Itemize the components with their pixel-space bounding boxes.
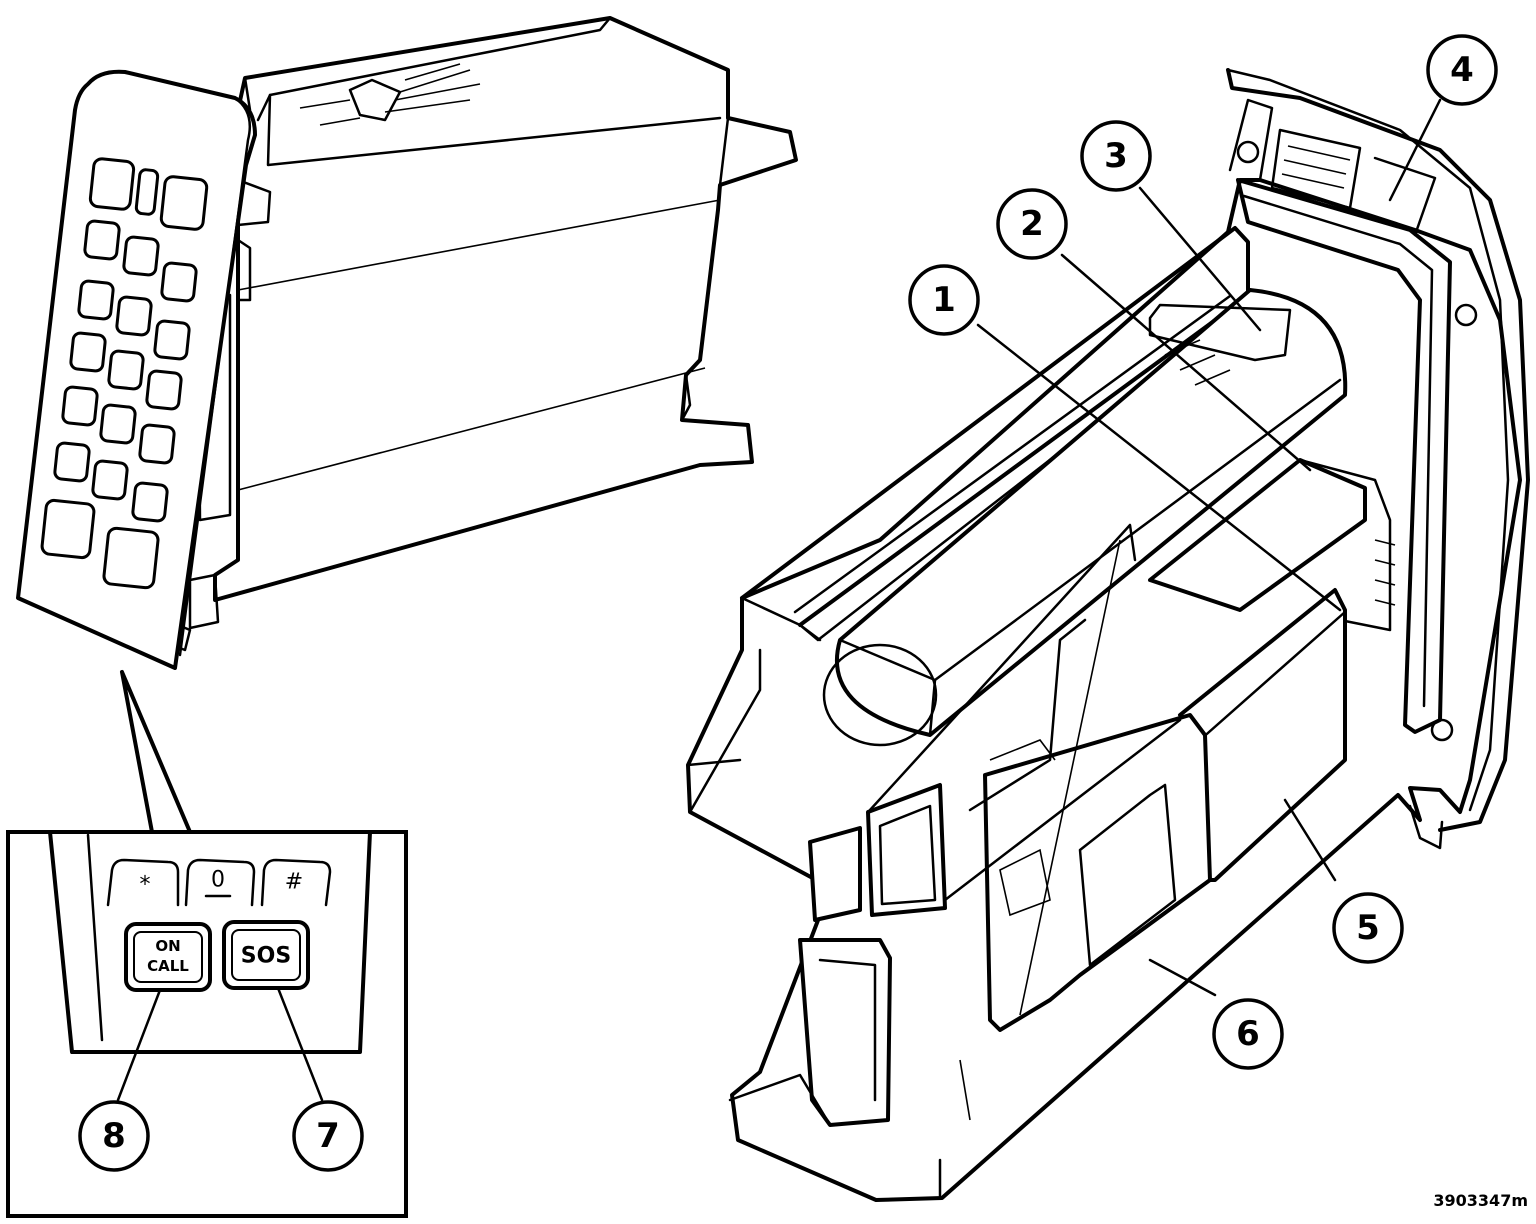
- callout-4-label: 4: [1450, 50, 1474, 90]
- callout-8: 8: [78, 1100, 150, 1172]
- callout-2-label: 2: [1020, 204, 1044, 244]
- callout-5: 5: [1332, 892, 1404, 964]
- on-call-button: ON CALL: [124, 922, 212, 992]
- callout-2: 2: [996, 188, 1068, 260]
- callout-4: 4: [1426, 34, 1498, 106]
- telematics-module: [686, 68, 1530, 1202]
- callout-3-label: 3: [1104, 136, 1128, 176]
- key-star-label: *: [140, 873, 151, 898]
- on-call-label-line2: CALL: [147, 957, 189, 975]
- callout-7: 7: [292, 1100, 364, 1172]
- handset-cradle: [213, 16, 798, 602]
- callout-6: 6: [1212, 998, 1284, 1070]
- callout-6-label: 6: [1236, 1014, 1260, 1054]
- key-hash-label: #: [285, 870, 303, 895]
- callout-5-label: 5: [1356, 908, 1380, 948]
- callout-1: 1: [908, 264, 980, 336]
- callout-8-label: 8: [102, 1116, 126, 1156]
- key-zero-label: 0: [211, 868, 225, 893]
- handset-keypad: [40, 157, 209, 590]
- on-call-label-line1: ON: [155, 937, 180, 955]
- handset-assembly: [16, 16, 798, 834]
- figure-reference-number: 3903347m: [1433, 1191, 1528, 1210]
- sos-label: SOS: [241, 944, 291, 969]
- callout-7-label: 7: [316, 1116, 340, 1156]
- sos-button: SOS: [222, 920, 310, 990]
- callout-3: 3: [1080, 120, 1152, 192]
- callout-1-label: 1: [932, 280, 956, 320]
